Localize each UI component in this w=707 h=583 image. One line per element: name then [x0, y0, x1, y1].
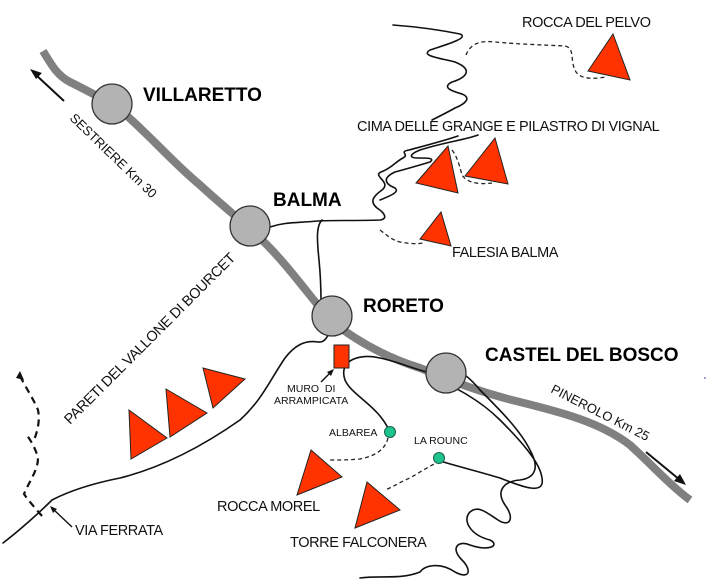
- sestriere-arrow-icon: [30, 69, 65, 102]
- approach-path-pelvo: [465, 40, 606, 79]
- crag-rocca-del-pelvo-icon: [587, 32, 631, 81]
- crag-bourcet-1-icon: [128, 408, 168, 460]
- approach-path-rocca-morel: [329, 437, 389, 461]
- crag-falesia-balma-icon: [419, 210, 452, 247]
- town-label-castel-del-bosco: CASTEL DEL BOSCO: [485, 345, 679, 366]
- town-balma-icon: [229, 205, 271, 247]
- crag-label-rocca-morel: ROCCA MOREL: [217, 499, 320, 515]
- crag-label-rocca-del-pelvo: ROCCA DEL PELVO: [522, 15, 651, 31]
- trail-balma-roreto-link: [316, 219, 323, 303]
- climbing-wall-pointer-arrow-icon: [320, 369, 334, 383]
- town-label-villaretto: VILLARETTO: [143, 85, 262, 106]
- via-ferrata-dashed-path: [22, 433, 43, 517]
- climbing-wall-label-line1: MURO DI: [287, 383, 335, 395]
- via-ferrata-pointer-arrow-icon: [50, 506, 73, 528]
- town-roreto-icon: [311, 295, 353, 337]
- town-villaretto-icon: [91, 83, 133, 125]
- parking-label-la-rounc: LA ROUNC: [414, 435, 468, 447]
- via-ferrata-up-arrow-icon: [16, 371, 24, 380]
- town-label-roreto: RORETO: [363, 296, 444, 317]
- approach-path-torre-falconera: [384, 460, 441, 491]
- pinerolo-arrow-icon: [645, 451, 686, 485]
- crag-label-cima-delle-grange: CIMA DELLE GRANGE E PILASTRO DI VIGNAL: [357, 119, 660, 135]
- crag-label-torre-falconera: TORRE FALCONERA: [290, 535, 427, 551]
- trail-cima-approach: [379, 134, 479, 201]
- parking-la-rounc-icon: [433, 452, 445, 464]
- trail-balma-to-roreto: [269, 135, 459, 228]
- crag-label-falesia-balma: FALESIA BALMA: [452, 245, 559, 261]
- crag-rocca-morel-icon: [296, 449, 343, 496]
- crag-cima-grange-1-icon: [415, 144, 459, 194]
- climbing-wall-label-line2: ARRAMPICATA: [274, 395, 348, 407]
- stray-dot: [704, 377, 706, 379]
- town-castel-del-bosco-icon: [425, 352, 467, 394]
- parking-albarea-icon: [384, 426, 396, 438]
- crag-cima-grange-2-icon: [464, 136, 509, 185]
- trail-albarea-switchback: [342, 355, 441, 433]
- approach-path-falesia-balma: [379, 229, 424, 245]
- approach-path-cima: [451, 149, 493, 185]
- crag-bourcet-2-icon: [165, 388, 208, 438]
- trail-bourcet-valley: [2, 329, 331, 544]
- crag-torre-falconera-icon: [354, 481, 401, 529]
- town-label-balma: BALMA: [273, 190, 342, 211]
- crag-bourcet-3-icon: [202, 367, 247, 409]
- parking-label-albarea: ALBAREA: [329, 427, 377, 439]
- via-ferrata-dashed-top: [19, 375, 40, 441]
- trail-pelvo-switchbacks: [392, 24, 468, 121]
- via-ferrata-label: VIA FERRATA: [75, 523, 163, 539]
- climbing-wall-icon: [333, 344, 350, 369]
- trail-la-rounc-switchbacks: [359, 369, 543, 579]
